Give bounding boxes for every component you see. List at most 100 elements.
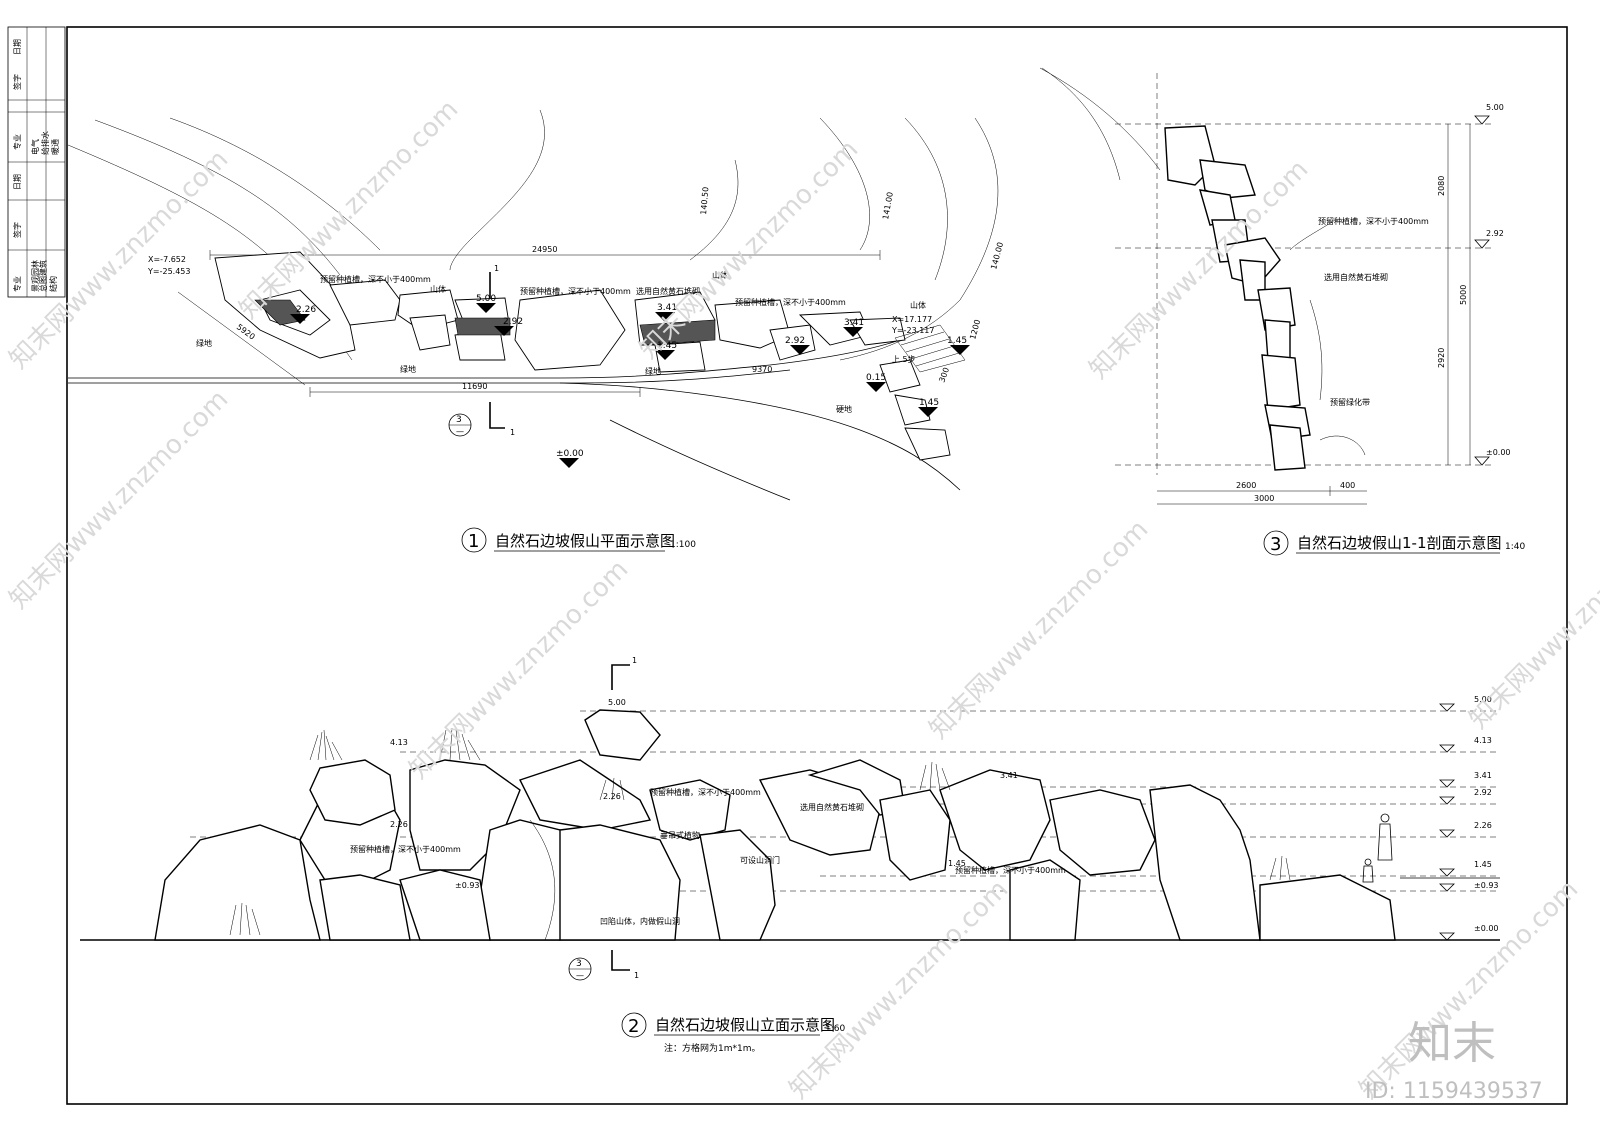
plan-coord-b-y: Y=-23.117 <box>891 326 934 335</box>
plan-label-stair: 上 5步 <box>892 355 916 364</box>
plan-elev-4: 3.41 <box>657 303 677 313</box>
plan-coord-a-y: Y=-25.453 <box>147 267 190 276</box>
svg-text:—: — <box>456 427 464 436</box>
svg-text:1: 1 <box>494 264 499 273</box>
plan-elev-8: 1.45 <box>947 336 967 346</box>
plan-scale: 1:100 <box>670 540 696 550</box>
section-dim-h-3: 3000 <box>1254 494 1274 503</box>
elevation-note-groove-3: 预留种植槽，深不小于400mm <box>955 865 1066 875</box>
plan-note-groove-2: 预留种植槽，深不小于400mm <box>520 286 631 296</box>
section-dim-v-1: 2080 <box>1437 176 1446 196</box>
svg-text:1: 1 <box>634 971 639 980</box>
contour-label-2: 140.50 <box>699 186 710 215</box>
plan-elev-2: 5.00 <box>476 294 496 304</box>
section-title-text: 自然石边坡假山1-1剖面示意图 <box>1297 534 1502 552</box>
plan-coord-a-x: X=-7.652 <box>148 255 186 264</box>
plan-label-hard: 硬地 <box>836 404 852 414</box>
section-note-green: 预留绿化带 <box>1330 397 1370 407</box>
section-level-2: 2.92 <box>1486 229 1504 238</box>
plan-elev-6: 2.92 <box>785 336 805 346</box>
section-level-markers <box>1474 115 1490 466</box>
discipline-4: 电气 <box>30 139 40 155</box>
plan-drawing: 141.00 140.50 140.00 24950 5920 11690 93… <box>67 67 1121 553</box>
elevation-level-4: 2.92 <box>1474 788 1492 797</box>
svg-text:3: 3 <box>456 415 462 425</box>
section-dim-v-2: 2920 <box>1437 348 1446 368</box>
svg-text:—: — <box>576 971 584 980</box>
contour-label-1: 141.00 <box>881 191 895 220</box>
title-cell-6: 日期 <box>13 39 22 55</box>
dim-stair-b: 300 <box>937 366 951 383</box>
dim-bottom-b: 9370 <box>752 365 772 374</box>
svg-text:知末网www.znzmo.com: 知末网www.znzmo.com <box>784 874 1015 1105</box>
elevation-title: 2 自然石边坡假山立面示意图 1:60 注：方格网为1m*1m。 <box>621 1012 845 1054</box>
svg-text:1: 1 <box>468 531 479 552</box>
title-cell-3: 日期 <box>13 174 22 190</box>
elevation-level-2: 4.13 <box>1474 736 1492 745</box>
svg-text:知末网www.znzmo.com: 知末网www.znzmo.com <box>4 384 235 615</box>
elevation-spot-b: 4.13 <box>390 738 408 747</box>
elevation-note-plant: 垂吊式植物 <box>660 830 700 840</box>
elevation-drawing: 5.00 4.13 3.41 2.92 2.26 1.45 ±0.93 ±0.0… <box>80 656 1500 1054</box>
plan-stairs <box>894 324 966 373</box>
plan-label-mount-3: 山体 <box>910 300 926 310</box>
discipline-2: 总图建筑 <box>38 260 48 292</box>
elevation-note-cave: 凹陷山体，内做假山洞 <box>600 916 680 926</box>
discipline-5: 给排水 <box>40 131 50 155</box>
elevation-level-8: ±0.00 <box>1474 924 1499 933</box>
title-cell-2: 签字 <box>12 222 22 238</box>
elevation-spot-g: 1.45 <box>948 859 966 868</box>
plan-elev-3: 2.92 <box>503 317 523 327</box>
plan-elev-1: 2.26 <box>296 305 316 315</box>
elevation-spot-a: 5.00 <box>608 698 626 707</box>
section-level-3: ±0.00 <box>1486 448 1511 457</box>
elevation-note-stone: 选用自然黄石堆砌 <box>800 802 864 812</box>
plan-coord-b-x: X=17.177 <box>892 315 932 324</box>
elevation-cut-mark: 1 1 3 — <box>568 656 639 981</box>
elevation-scale: 1:60 <box>825 1024 845 1034</box>
plan-elev-9: 0.15 <box>866 373 886 383</box>
plan-elev-7: 3.41 <box>844 318 864 328</box>
title-block: 专业 签字 日期 专业 签字 日期 景观园林 总图建筑 结构 电气 给排水 暖通 <box>7 26 66 298</box>
elevation-spot-c: 2.26 <box>390 820 408 829</box>
svg-text:3: 3 <box>1270 534 1281 555</box>
watermark-id: ID: 1159439537 <box>1365 1079 1543 1104</box>
section-dim-h-2: 400 <box>1340 481 1355 490</box>
discipline-6: 暖通 <box>50 139 60 155</box>
plan-label-green-2: 绿地 <box>400 364 416 374</box>
dim-top: 24950 <box>532 245 557 254</box>
plan-elev-11: ±0.00 <box>556 449 584 459</box>
section-title: 3 自然石边坡假山1-1剖面示意图 1:40 <box>1263 530 1525 556</box>
section-note-groove: 预留种植槽，深不小于400mm <box>1318 216 1429 226</box>
plan-label-green-3: 绿地 <box>645 366 661 376</box>
elevation-note-groove-2: 预留种植槽，深不小于400mm <box>650 787 761 797</box>
watermark-pattern: 知末网www.znzmo.com 知末网www.znzmo.com 知末网www… <box>4 94 1600 1105</box>
title-cell-1: 专业 <box>12 276 22 292</box>
elevation-level-1: 5.00 <box>1474 695 1492 704</box>
section-note-stone: 选用自然黄石堆砌 <box>1324 272 1388 282</box>
section-dim-h-1: 2600 <box>1236 481 1256 490</box>
contour-label-3: 140.00 <box>989 241 1005 270</box>
dim-bottom-a: 11690 <box>462 382 487 391</box>
elevation-level-5: 2.26 <box>1474 821 1492 830</box>
plan-elev-5: 1.45 <box>657 341 677 351</box>
svg-text:知末网www.znzmo.com: 知末网www.znzmo.com <box>924 514 1155 745</box>
svg-text:1: 1 <box>510 428 515 437</box>
discipline-1: 景观园林 <box>30 260 40 292</box>
dim-left: 5920 <box>235 322 257 341</box>
svg-text:2: 2 <box>628 1016 639 1037</box>
section-level-1: 5.00 <box>1486 103 1504 112</box>
section-drawing: 5.00 2.92 ±0.00 2080 2920 5000 2600 400 … <box>1039 67 1525 556</box>
plan-title-text: 自然石边坡假山平面示意图 <box>495 532 675 550</box>
title-cell-5: 签字 <box>12 74 22 90</box>
elevation-title-text: 自然石边坡假山立面示意图 <box>655 1016 835 1034</box>
elevation-note-cave-gate: 可设山洞门 <box>740 855 780 865</box>
elevation-level-7: ±0.93 <box>1474 881 1499 890</box>
plan-title: 1 自然石边坡假山平面示意图 1:100 <box>461 527 696 553</box>
plan-note-groove-3: 预留种植槽，深不小于400mm <box>735 297 846 307</box>
elevation-note-groove-1: 预留种植槽，深不小于400mm <box>350 844 461 854</box>
plan-label-mount-2: 山体 <box>712 270 728 280</box>
elevation-spot-f: 3.41 <box>1000 771 1018 780</box>
elevation-level-6: 1.45 <box>1474 860 1492 869</box>
plan-elev-10: 1.45 <box>919 398 939 408</box>
